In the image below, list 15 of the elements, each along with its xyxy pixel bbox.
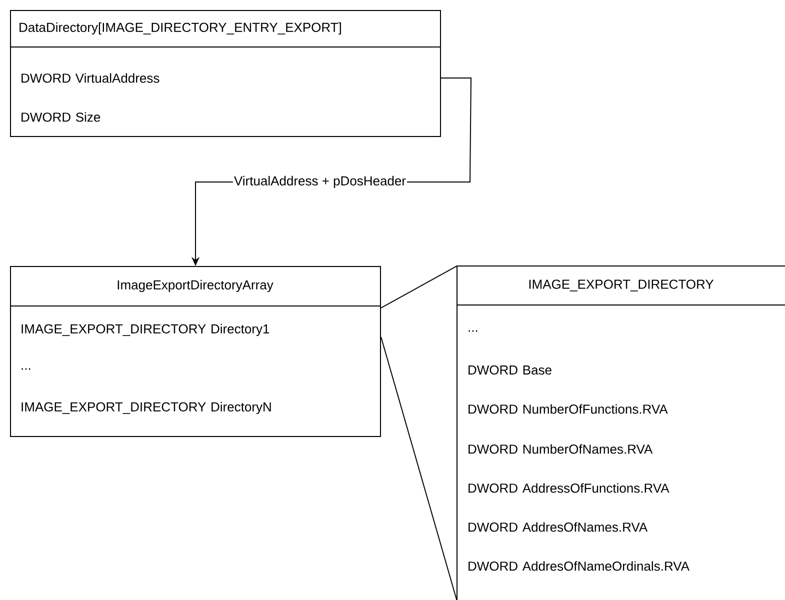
- field-row: DWORD AddresOfNames.RVA: [468, 522, 648, 532]
- field-row: ...: [22, 368, 30, 370]
- field-row: IMAGE_EXPORT_DIRECTORY Directory1: [22, 324, 270, 336]
- field-row: DWORD Size: [22, 112, 100, 122]
- field-row: DWORD NumberOfFunctions.RVA: [468, 404, 668, 414]
- field-row: IMAGE_EXPORT_DIRECTORY DirectoryN: [22, 402, 271, 414]
- field-row: DWORD AddresOfNameOrdinals.RVA: [468, 561, 690, 571]
- field-row: DWORD AddressOfFunctions.RVA: [468, 483, 670, 493]
- field-row: ...: [468, 330, 478, 332]
- zoom-line: [380, 266, 458, 308]
- zoom-line: [380, 336, 458, 600]
- field-row: DWORD NumberOfNames.RVA: [468, 444, 653, 454]
- field-row: DWORD Base: [468, 365, 552, 375]
- edge-label: VirtualAddress + pDosHeader: [232, 174, 408, 190]
- field-row: DWORD VirtualAddress: [22, 73, 160, 83]
